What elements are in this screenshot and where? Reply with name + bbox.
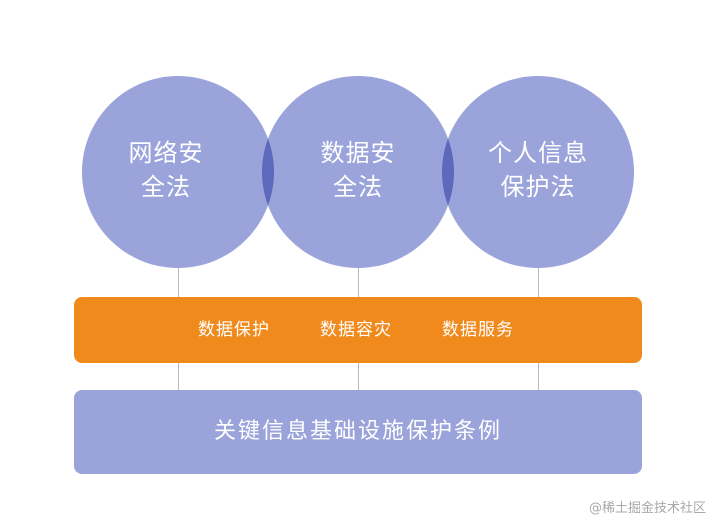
circle-label-line2: 全法	[333, 173, 383, 201]
band-item-disaster-recovery: 数据容灾	[320, 320, 392, 340]
circle-label-data-security-law: 数据安 全法	[288, 136, 428, 204]
circle-label-cybersecurity-law: 网络安 全法	[96, 136, 236, 204]
base-label: 关键信息基础设施保护条例	[213, 419, 502, 444]
circle-label-line1: 个人信息	[488, 139, 588, 167]
circle-label-line2: 全法	[141, 173, 191, 201]
critical-infrastructure-base	[74, 390, 642, 474]
band-item-data-protection: 数据保护	[198, 320, 270, 340]
circle-data-security-law	[262, 76, 454, 268]
circle-label-line2: 保护法	[500, 173, 576, 201]
watermark: @稀土掘金技术社区	[588, 501, 706, 516]
data-capabilities-band	[74, 297, 642, 363]
circle-label-personal-info-law: 个人信息 保护法	[468, 136, 608, 204]
circle-cybersecurity-law	[82, 76, 274, 268]
band-item-data-services: 数据服务	[442, 320, 514, 340]
circle-personal-info-law	[442, 76, 634, 268]
circle-label-line1: 数据安	[320, 139, 396, 167]
circle-label-line1: 网络安	[128, 139, 204, 167]
